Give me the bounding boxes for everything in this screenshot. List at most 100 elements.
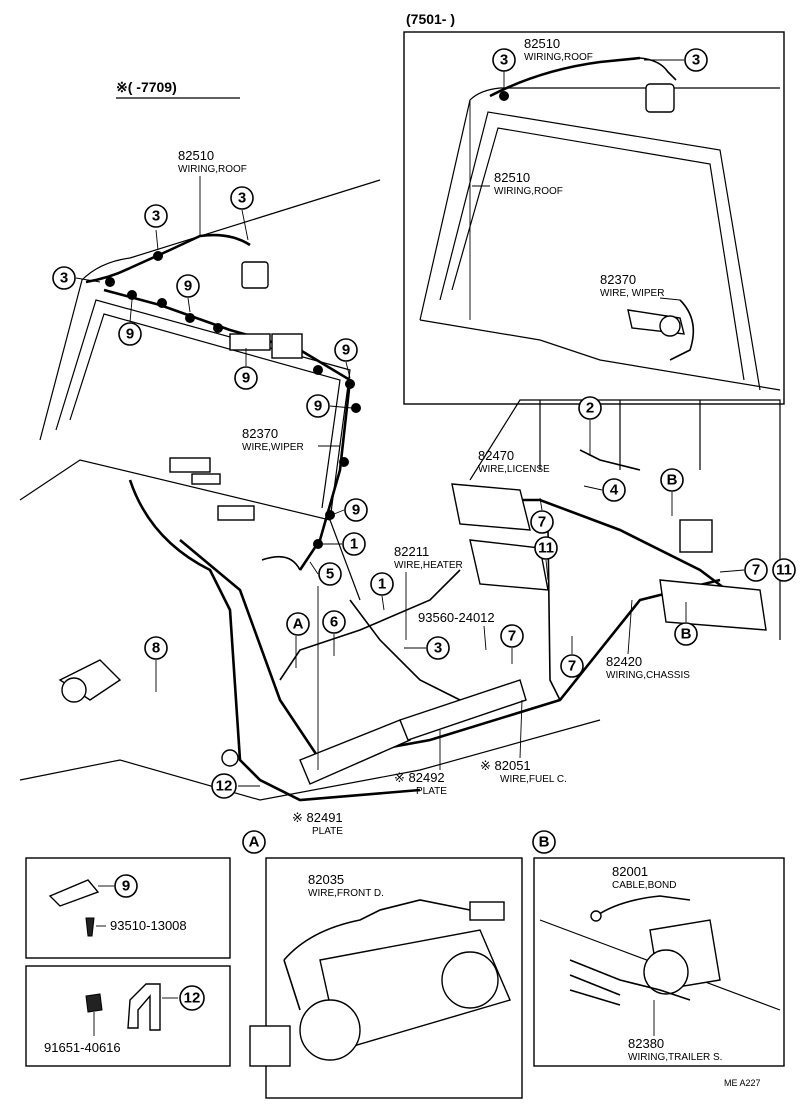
screw [85,917,95,937]
svg-text:4: 4 [610,482,619,499]
callout-9: 9 [306,394,353,418]
callout-5: 5 [309,561,342,770]
inset-roof-outline [419,87,780,321]
part-name: WIRING,TRAILER S. [628,1052,722,1063]
part-name: WIRING,ROOF [494,186,563,197]
part-name: WIRING,CHASSIS [606,670,690,681]
main-range-label: ※( -7709) [116,79,177,95]
callout-11: 11 [534,536,558,581]
body-ribs [539,400,701,470]
part-number: 82420 [606,654,642,669]
part-number: 82510 [494,170,530,185]
callout-12: 12 [211,773,260,799]
svg-text:3: 3 [60,270,68,287]
part-number: 82001 [612,864,648,879]
rear-lamp-right [659,579,767,631]
detail-b-label: B [539,834,550,851]
svg-text:3: 3 [238,190,246,207]
svg-text:3: 3 [500,52,508,69]
detail-b: B 82001 CABLE,BOND 82380 WIRING,TRAILER … [532,830,785,1067]
inset-lower-body [419,319,781,391]
callout-9: 9 [334,338,358,379]
part-number: 82211 [394,544,429,559]
body-side [469,399,781,640]
clip-detail-frame [25,857,231,959]
wire-segment [569,989,621,1006]
detail-a-marker [242,830,266,854]
svg-text:7: 7 [752,562,760,579]
body-bottom [19,719,601,801]
svg-text:A: A [293,616,304,633]
callout-3: 3 [644,48,708,72]
callout-6: 6 [322,610,346,656]
part-name: WIRE,FRONT D. [308,888,384,899]
roof-wire-main [85,233,251,284]
svg-text:3: 3 [434,640,442,657]
part-number: 91651-40616 [44,1040,121,1055]
body-rear-glass [69,313,341,509]
callout-3: 3 [404,636,450,660]
bolt [85,993,103,1013]
svg-text:9: 9 [184,278,192,295]
clip [325,510,335,520]
inset-dome-lamp [645,83,675,113]
clip [313,539,323,549]
figure-code: ME A227 [724,1078,761,1088]
callout-11: 11 [772,558,796,582]
trailer-socket [679,519,713,553]
callout-3: 3 [230,186,254,241]
callout-7: 7 [719,558,768,582]
part-name: PLATE [312,826,343,837]
chassis-wiring [179,539,721,762]
part-name: WIRE,LICENSE [478,464,550,475]
part-number: 93560-24012 [418,610,495,625]
callout-B: B [660,468,684,516]
callout-9: 9 [333,498,368,522]
svg-text:9: 9 [314,398,322,415]
clip [105,277,115,287]
svg-text:2: 2 [586,400,594,417]
terminal [590,910,602,922]
clip [313,365,323,375]
clip [351,403,361,413]
switch [217,505,255,521]
left-harness [128,479,421,802]
callout-9: 9 [118,299,142,346]
bracket [249,1025,291,1067]
svg-text:1: 1 [378,576,386,593]
part-name: WIRING,ROOF [178,164,247,175]
detail-a-frame [265,857,523,1099]
inset-roof-wire-tail [639,57,677,81]
callout-4: 4 [583,478,626,502]
svg-text:11: 11 [776,562,792,579]
svg-text:9: 9 [342,342,350,359]
wiper-motor-body [61,677,87,703]
svg-text:7: 7 [508,628,516,645]
front-door-wire [283,899,471,961]
callout-3: 3 [144,204,168,251]
inset-roof-wiring-view: (7501- ) 3 3 82510 WIRING,ROOF [403,11,785,405]
lamp-socket [299,999,361,1061]
rear-lamp-left [451,483,531,531]
callout-7: 7 [530,497,554,534]
wiper-wire-main [103,288,352,571]
inset-wiper-wire [669,299,695,361]
svg-text:7: 7 [568,658,576,675]
bond-cable [595,895,691,917]
part-number: ※ 82491 [292,810,343,825]
svg-text:8: 8 [152,640,160,657]
body-tailgate-top [19,459,361,601]
callout-3: 3 [52,266,101,290]
svg-text:6: 6 [330,614,338,631]
detail-a: A 82035 WIRE,FRONT D. [242,830,523,1099]
callout-8: 8 [144,636,168,692]
part-name: WIRE,FUEL C. [500,774,567,785]
inset-clip [499,91,509,101]
body-roof-outline [39,179,381,441]
fuel-wire [547,529,561,701]
callout-12: 12 [179,985,205,1011]
bracket [127,983,161,1031]
heater-wire [279,569,461,681]
svg-text:9: 9 [126,326,134,343]
